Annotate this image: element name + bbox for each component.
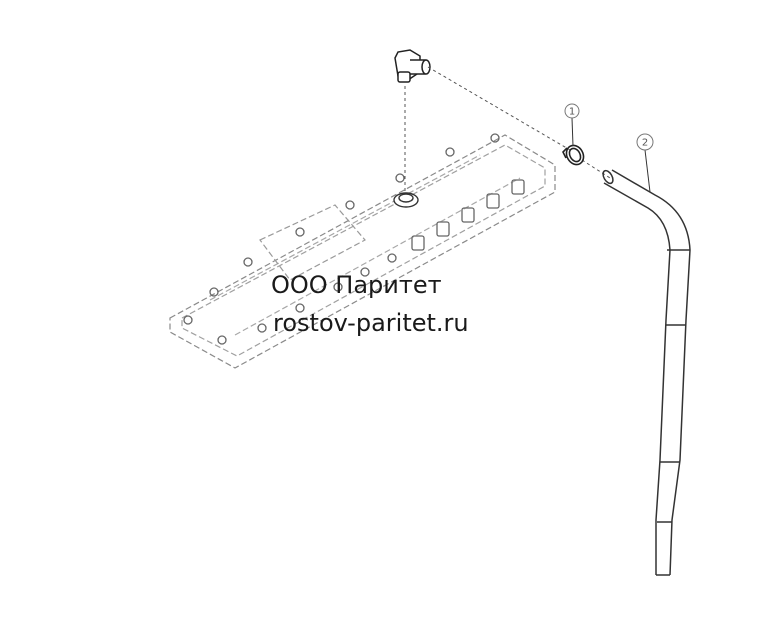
callout-1-label: 1 — [569, 107, 575, 118]
callout-1: 1 — [564, 103, 580, 147]
valve-cover — [169, 134, 556, 369]
filler-port — [393, 192, 419, 208]
watermark-company: ООО Паритет — [271, 271, 442, 299]
hose-clamp — [562, 144, 585, 166]
cover-bolts — [183, 133, 525, 345]
breather-valve — [394, 49, 431, 83]
callout-2-label: 2 — [642, 138, 648, 149]
callout-2: 2 — [636, 133, 654, 193]
breather-hose — [602, 169, 691, 576]
watermark-website: rostov-paritet.ru — [273, 309, 469, 337]
